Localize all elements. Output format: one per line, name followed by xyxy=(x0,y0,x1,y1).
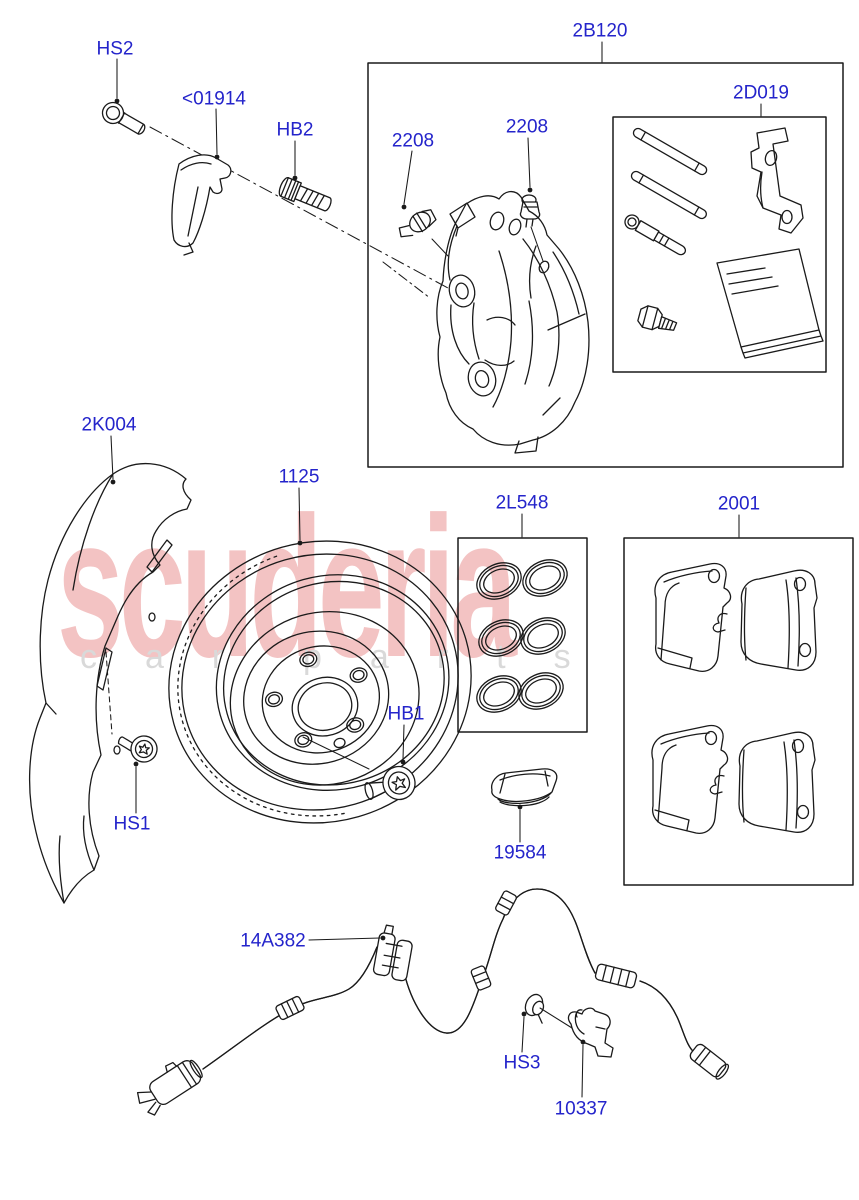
part-label-2k004: 2K004 xyxy=(81,414,137,436)
hardware-kit-box-2d019 xyxy=(612,116,827,373)
part-label-2b120: 2B120 xyxy=(572,20,628,42)
pad-set-box-2001 xyxy=(623,537,854,886)
caliper-kit-box-2b120 xyxy=(367,62,844,468)
brake-pads-drawing xyxy=(651,562,818,834)
part-label-hb2: HB2 xyxy=(276,119,314,141)
grease-sachet-drawing xyxy=(491,768,558,807)
part-label-1125: 1125 xyxy=(278,466,320,488)
sensor-bracket-drawing xyxy=(567,1007,614,1058)
part-label-hs3: HS3 xyxy=(503,1052,541,1074)
part-label-hs1: HS1 xyxy=(113,813,151,835)
part-label-2208-left: 2208 xyxy=(391,130,435,152)
hb2-bolt-drawing xyxy=(278,176,332,212)
watermark-brand-text: scuderia xyxy=(57,476,517,699)
abs-sensor-wire-drawing xyxy=(136,888,730,1116)
brake-caliper-drawing xyxy=(436,190,590,454)
part-label-10337: 10337 xyxy=(554,1098,608,1120)
part-label-2d019: 2D019 xyxy=(733,82,789,104)
part-label-2208-right: 2208 xyxy=(505,116,549,138)
hardware-kit-contents xyxy=(624,127,824,359)
hs3-screw-drawing xyxy=(524,993,545,1024)
part-label-14a382: 14A382 xyxy=(240,930,306,952)
part-label-19584: 19584 xyxy=(493,842,547,864)
part-label-hb1: HB1 xyxy=(387,703,425,725)
pad-clip-drawing xyxy=(171,154,232,256)
hs1-screw-drawing xyxy=(117,735,158,763)
splash-shield-drawing xyxy=(28,463,192,904)
part-label-01914: <01914 xyxy=(182,88,246,110)
hs2-screw-drawing xyxy=(101,101,146,135)
assembly-centerline xyxy=(105,126,449,735)
seal-kit-box-2l548 xyxy=(457,537,588,733)
hb1-screw-drawing xyxy=(364,765,416,801)
seal-kit-contents xyxy=(476,559,568,713)
part-label-2001: 2001 xyxy=(717,493,761,515)
leader-lines xyxy=(110,41,762,1098)
sensor-left-drawing xyxy=(398,209,437,238)
part-label-hs2: HS2 xyxy=(96,38,134,60)
sensor-left-lead xyxy=(431,238,449,257)
brake-disc-drawing xyxy=(168,540,472,824)
part-label-2l548: 2L548 xyxy=(495,492,549,514)
